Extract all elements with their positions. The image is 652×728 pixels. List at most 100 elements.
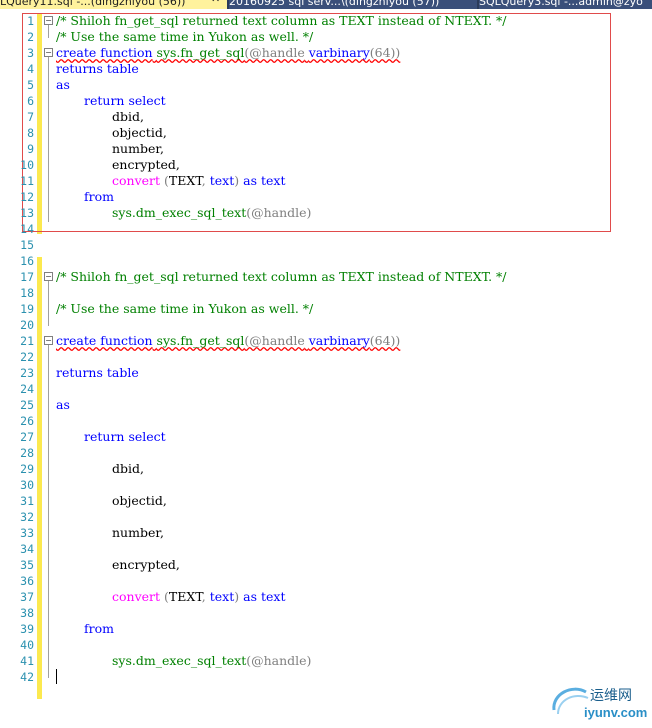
code-line: 29 dbid, (0, 461, 652, 477)
comment-text: /* Use the same time in Yukon as well. *… (56, 29, 314, 44)
code-line: 35 encrypted, (0, 557, 652, 573)
line-number: 9 (27, 142, 34, 156)
change-marker (37, 13, 42, 234)
return-select-keyword: return select (84, 93, 166, 108)
watermark: 运维网 iyunv.com (548, 680, 652, 728)
collapse-icon[interactable]: − (44, 272, 53, 281)
close-tab-icon[interactable]: ✕ (211, 0, 220, 4)
outline-guide (48, 342, 49, 678)
column-encrypted: encrypted, (112, 157, 180, 172)
as-keyword: as (56, 397, 70, 412)
code-line: 37 convert (TEXT, text) as text (0, 589, 652, 605)
code-line: 36 (0, 573, 652, 589)
code-line: 15 (0, 237, 652, 253)
code-line: 40 (0, 637, 652, 653)
column-encrypted: encrypted, (112, 557, 180, 572)
tab-20160925-sql-serv[interactable]: 20160925 sql serv...\(dingzhiyou (57)) (229, 0, 477, 9)
as-keyword: as (56, 77, 70, 92)
column-dbid: dbid, (112, 109, 144, 124)
line-number: 32 (20, 510, 34, 524)
returns-keyword: returns table (56, 365, 139, 380)
line-number: 22 (20, 350, 34, 364)
line-number: 6 (27, 94, 34, 108)
code-line: 19 /* Use the same time in Yukon as well… (0, 301, 652, 317)
line-number: 1 (27, 14, 34, 28)
code-line: 20 (0, 317, 652, 333)
line-number: 20 (20, 318, 34, 332)
line-number: 29 (20, 462, 34, 476)
comment-text: /* Use the same time in Yukon as well. *… (56, 301, 314, 316)
line-number: 17 (20, 270, 34, 284)
code-line: 23 returns table (0, 365, 652, 381)
line-number: 33 (20, 526, 34, 540)
line-number: 28 (20, 446, 34, 460)
line-number: 41 (20, 654, 34, 668)
document-tab-bar: LQuery11.sql -...(dingzhiyou (56)) ✕ 201… (0, 0, 652, 9)
code-line: 13 sys.dm_exec_sql_text(@handle) (0, 205, 652, 221)
convert-expression: convert (TEXT, text) as text (112, 173, 286, 188)
code-line: 41 sys.dm_exec_sql_text(@handle) (0, 653, 652, 669)
returns-keyword: returns table (56, 61, 139, 76)
line-number: 36 (20, 574, 34, 588)
convert-expression: convert (TEXT, text) as text (112, 589, 286, 604)
line-number: 11 (20, 174, 34, 188)
code-line: 38 (0, 605, 652, 621)
code-line: 9 number, (0, 141, 652, 157)
line-number: 15 (20, 238, 34, 252)
code-line: 18 (0, 285, 652, 301)
column-objectid: objectid, (112, 493, 167, 508)
code-line: 2 /* Use the same time in Yukon as well.… (0, 29, 652, 45)
tab-label: 20160925 sql serv...\(dingzhiyou (57)) (229, 0, 440, 8)
line-number: 21 (20, 334, 34, 348)
outline-guide (48, 22, 49, 38)
line-number: 24 (20, 382, 34, 396)
code-line: 1 − /* Shiloh fn_get_sql returned text c… (0, 13, 652, 29)
collapse-icon[interactable]: − (44, 336, 53, 345)
create-function-statement: create function sys.fn_get_sql(@handle v… (56, 333, 401, 348)
code-line: 26 (0, 413, 652, 429)
line-number: 16 (20, 254, 34, 268)
code-line: 25 as (0, 397, 652, 413)
code-line: 5 as (0, 77, 652, 93)
tab-label: LQuery11.sql -...(dingzhiyou (56)) (0, 0, 186, 8)
code-line: 33 number, (0, 525, 652, 541)
from-keyword: from (84, 189, 114, 204)
line-number: 38 (20, 606, 34, 620)
code-line: 30 (0, 477, 652, 493)
code-line: 14 (0, 221, 652, 237)
line-number: 8 (27, 126, 34, 140)
line-number: 37 (20, 590, 34, 604)
tab-sqlquery11[interactable]: LQuery11.sql -...(dingzhiyou (56)) ✕ (0, 0, 227, 9)
line-number: 18 (20, 286, 34, 300)
line-number: 10 (20, 158, 34, 172)
text-caret (56, 669, 57, 684)
line-number: 25 (20, 398, 34, 412)
line-number: 5 (27, 78, 34, 92)
code-line: 11 convert (TEXT, text) as text (0, 173, 652, 189)
line-number: 31 (20, 494, 34, 508)
code-line: 22 (0, 349, 652, 365)
line-number: 34 (20, 542, 34, 556)
line-number: 23 (20, 366, 34, 380)
line-number: 30 (20, 478, 34, 492)
dmv-call: sys.dm_exec_sql_text(@handle) (112, 205, 312, 220)
code-line: 21 − create function sys.fn_get_sql(@han… (0, 333, 652, 349)
from-keyword: from (84, 621, 114, 636)
tab-sqlquery3[interactable]: SQLQuery3.sql -...admin@zyo (479, 0, 652, 9)
line-number: 26 (20, 414, 34, 428)
line-number: 19 (20, 302, 34, 316)
dmv-call: sys.dm_exec_sql_text(@handle) (112, 653, 312, 668)
line-number: 2 (27, 30, 34, 44)
collapse-icon[interactable]: − (44, 48, 53, 57)
code-editor[interactable]: 1 − /* Shiloh fn_get_sql returned text c… (0, 10, 652, 728)
create-function-statement: create function sys.fn_get_sql(@handle v… (56, 45, 401, 60)
column-number: number, (112, 141, 164, 156)
collapse-icon[interactable]: − (44, 16, 53, 25)
line-number: 27 (20, 430, 34, 444)
code-line: 17 − /* Shiloh fn_get_sql returned text … (0, 269, 652, 285)
code-line: 7 dbid, (0, 109, 652, 125)
line-number: 14 (20, 222, 34, 236)
code-line: 42 (0, 669, 652, 685)
code-line: 12 from (0, 189, 652, 205)
code-line: 34 (0, 541, 652, 557)
